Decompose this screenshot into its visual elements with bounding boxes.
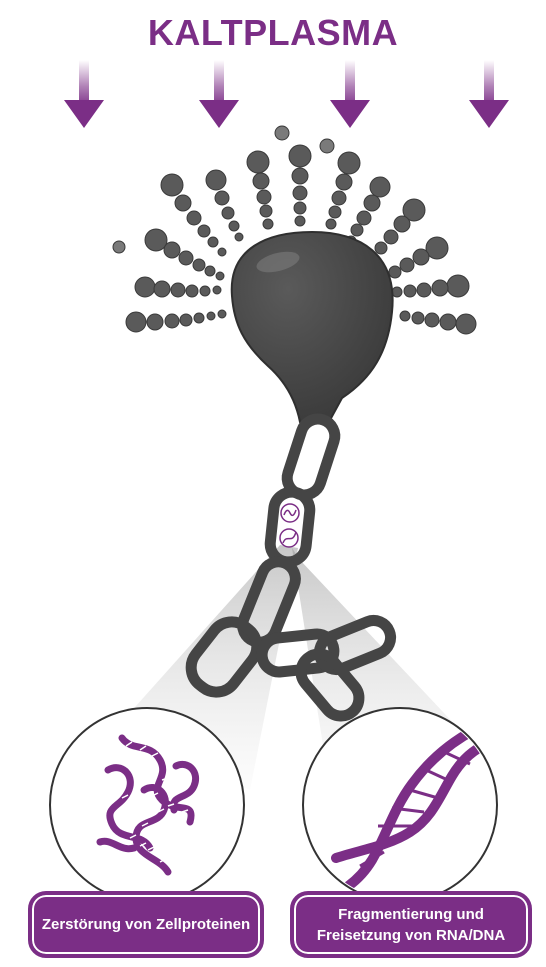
arrow-down-icon: [199, 60, 239, 128]
protein-icon: [50, 708, 244, 902]
magnified-link-symbols: [280, 504, 299, 547]
dna-helix-icon: [303, 708, 500, 902]
label-dna-fragmentation: Fragmentierung und Freisetzung von RNA/D…: [290, 891, 532, 958]
arrow-down-icon: [469, 60, 509, 128]
bacterium: [232, 232, 393, 422]
label-protein-destruction: Zerstörung von Zellproteinen: [28, 891, 264, 958]
arrow-down-icon: [64, 60, 104, 128]
label-protein-text: Zerstörung von Zellproteinen: [42, 914, 250, 935]
arrow-down-icon: [330, 60, 370, 128]
label-dna-text: Fragmentierung und Freisetzung von RNA/D…: [294, 904, 528, 946]
plasma-arrows: [64, 60, 509, 128]
